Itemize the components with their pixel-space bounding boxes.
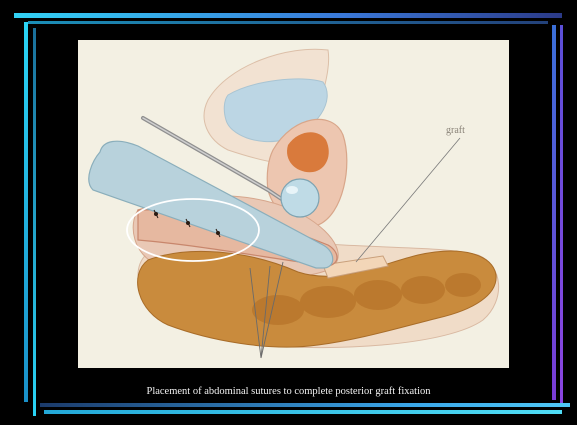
anatomy-illustration: graft	[78, 40, 509, 368]
frame-top-bar	[14, 13, 562, 18]
frame-right-bar	[552, 25, 556, 400]
slide-caption: Placement of abdominal sutures to comple…	[0, 386, 577, 397]
frame-right-inner-bar	[560, 25, 563, 405]
probe-ball	[281, 179, 319, 217]
frame-left-bar	[24, 22, 28, 402]
graft-leader-line	[356, 138, 460, 262]
frame-bottom-outer-bar	[44, 410, 562, 414]
graft-label: graft	[446, 125, 465, 136]
frame-bottom-bar	[40, 403, 570, 407]
frame-left-inner-bar	[33, 28, 36, 416]
pelvic-cross-section-diagram: graft	[78, 40, 509, 368]
frame-top-inner-bar	[28, 21, 548, 24]
probe-ball-highlight	[286, 186, 298, 194]
